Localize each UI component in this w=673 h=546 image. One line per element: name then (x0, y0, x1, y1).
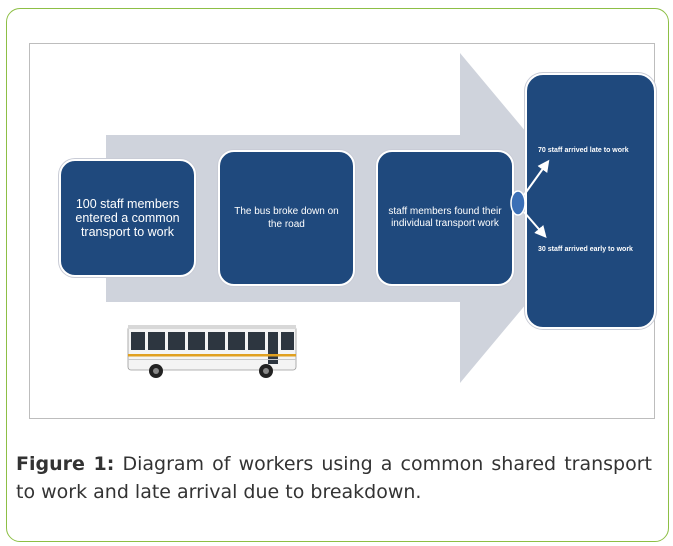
step-box-3: staff members found their individual tra… (376, 150, 514, 286)
step-box-1: 100 staff members entered a common trans… (59, 159, 196, 277)
arrow-to-late (523, 159, 550, 196)
outcome-box (525, 73, 656, 329)
outcome-late-text: 70 staff arrived late to work (538, 147, 629, 154)
arrow-to-early (523, 211, 547, 239)
step-box-2: The bus broke down on the road (218, 150, 355, 286)
bus-photo (126, 323, 298, 380)
caption-text: Diagram of workers using a common shared… (16, 453, 653, 503)
caption-label: Figure 1: (16, 453, 115, 475)
step-3-text: staff members found their individual tra… (388, 206, 502, 229)
step-2-text: The bus broke down on the road (234, 206, 339, 230)
branch-node (510, 190, 526, 216)
outcome-early-text: 30 staff arrived early to work (538, 246, 633, 253)
step-1-text: 100 staff members entered a common trans… (75, 197, 180, 239)
figure-caption: Figure 1: Diagram of workers using a com… (16, 450, 652, 506)
